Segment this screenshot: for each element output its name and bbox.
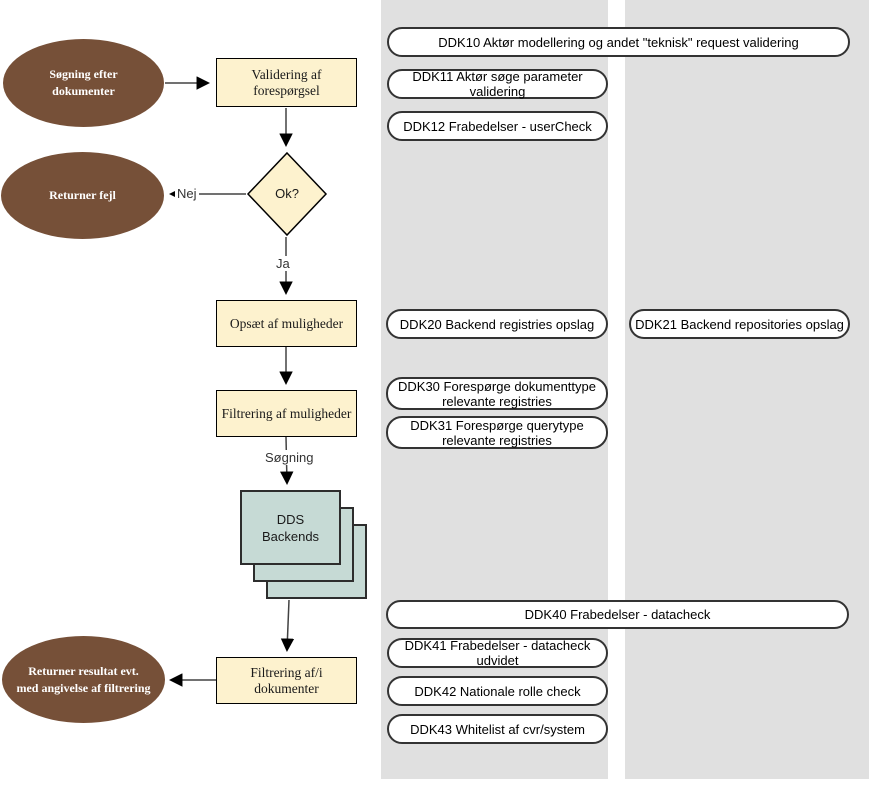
pill-ddk40: DDK40 Frabedelser - datacheck (386, 600, 849, 629)
pill-ddk30: DDK30 Forespørge dokumenttype relevante … (386, 377, 608, 410)
pill-ddk42: DDK42 Nationale rolle check (387, 676, 608, 706)
return-result-ellipse: Returner resultat evt. med angivelse af … (2, 636, 165, 723)
edge-label-nej: Nej (175, 186, 199, 201)
validate-request-box: Validering af forespørgsel (216, 58, 357, 107)
pill-ddk31: DDK31 Forespørge querytype relevante reg… (386, 416, 608, 449)
return-error-ellipse: Returner fejl (1, 152, 164, 239)
pill-ddk20: DDK20 Backend registries opslag (386, 309, 608, 339)
decision-label: Ok? (275, 186, 299, 201)
edge-label-ja: Ja (274, 256, 292, 271)
pill-ddk11: DDK11 Aktør søge parameter validering (387, 69, 608, 99)
filter-documents-box: Filtrering af/i dokumenter (216, 657, 357, 704)
pill-ddk31-line2: relevante registries (442, 432, 552, 448)
dds-backends-line1: DDS (276, 511, 305, 527)
process-lane-right (625, 0, 869, 779)
filter-options-box: Filtrering af muligheder (216, 390, 357, 437)
pill-ddk21: DDK21 Backend repositories opslag (629, 309, 850, 339)
edge-label-sogning: Søgning (263, 450, 316, 465)
pill-ddk43: DDK43 Whitelist af cvr/system (387, 714, 608, 744)
start-ellipse: Søgning efter dokumenter (3, 39, 164, 127)
dds-backends-line2: Backends (261, 528, 320, 544)
pill-ddk31-line1: DDK31 Forespørge querytype (410, 417, 584, 433)
pill-ddk12: DDK12 Frabedelser - userCheck (387, 111, 608, 141)
start-ellipse-line1: Søgning efter (49, 67, 118, 81)
pill-ddk30-line2: relevante registries (442, 393, 552, 409)
dds-backends-front-layer: DDS Backends (240, 490, 341, 565)
pill-ddk41: DDK41 Frabedelser - datacheck udvidet (387, 638, 608, 668)
arrow-backends-to-filterdoc (280, 599, 295, 653)
setup-options-box: Opsæt af muligheder (216, 300, 357, 347)
pill-ddk10: DDK10 Aktør modellering og andet "teknis… (387, 27, 850, 57)
return-error-label: Returner fejl (49, 188, 116, 202)
start-ellipse-line2: dokumenter (52, 84, 115, 98)
pill-ddk30-line1: DDK30 Forespørge dokumenttype (398, 378, 596, 394)
return-result-line2: med angivelse af filtrering (16, 680, 151, 695)
return-result-line1: Returner resultat evt. (28, 663, 139, 678)
